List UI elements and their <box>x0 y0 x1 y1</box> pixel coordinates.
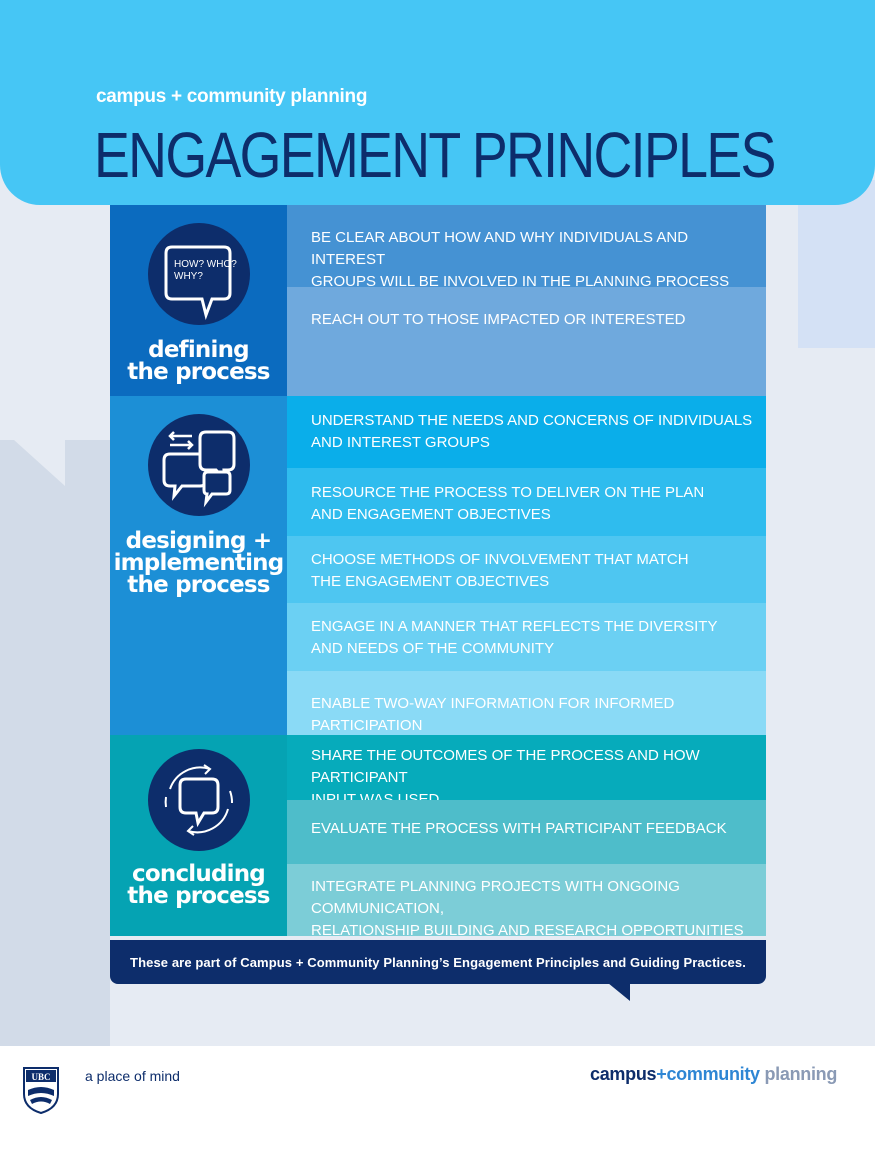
footer-brand-community: community <box>666 1064 760 1084</box>
principle-item: BE CLEAR ABOUT HOW AND WHY INDIVIDUALS A… <box>287 205 766 290</box>
section-items: BE CLEAR ABOUT HOW AND WHY INDIVIDUALS A… <box>287 205 766 396</box>
section-header-designing: designing + implementing the process <box>110 396 287 735</box>
footer-bubble-tail <box>608 983 630 1001</box>
section-label: designing + implementing the process <box>113 528 285 598</box>
section-label: concluding the process <box>127 861 270 909</box>
principle-item: EVALUATE THE PROCESS WITH PARTICIPANT FE… <box>287 800 766 864</box>
principle-item: SHARE THE OUTCOMES OF THE PROCESS AND HO… <box>287 735 766 808</box>
footer-brand-campus: campus <box>590 1064 657 1084</box>
decorative-bubble-left <box>0 440 110 1046</box>
ubc-crest-icon: UBC <box>23 1067 59 1114</box>
section-icon-circle <box>148 414 250 516</box>
header-bubble: campus + community planning ENGAGEMENT P… <box>0 0 875 205</box>
section-defining: HOW? WHO? WHY? defining the process BE C… <box>110 205 766 396</box>
principle-text: CHOOSE METHODS OF INVOLVEMENT THAT MATCH… <box>311 551 689 590</box>
footer-note-bar: These are part of Campus + Community Pla… <box>110 940 766 984</box>
principle-text: EVALUATE THE PROCESS WITH PARTICIPANT FE… <box>311 820 727 837</box>
cycle-speech-bubble-icon <box>164 764 234 836</box>
section-designing: designing + implementing the process UND… <box>110 396 766 735</box>
principle-item: UNDERSTAND THE NEEDS AND CONCERNS OF IND… <box>287 396 766 468</box>
principle-item: ENGAGE IN A MANNER THAT REFLECTS THE DIV… <box>287 603 766 671</box>
section-items: SHARE THE OUTCOMES OF THE PROCESS AND HO… <box>287 735 766 939</box>
principle-text: BE CLEAR ABOUT HOW AND WHY INDIVIDUALS A… <box>311 229 730 290</box>
footer-brand: campus+community planning <box>590 1064 837 1085</box>
section-header-defining: HOW? WHO? WHY? defining the process <box>110 205 287 396</box>
ubc-logo-text: UBC <box>31 1072 50 1082</box>
decorative-bubble-tail <box>14 440 65 486</box>
section-icon-circle: HOW? WHO? WHY? <box>148 223 250 325</box>
footer-brand-plus: + <box>656 1064 667 1084</box>
principle-item: RESOURCE THE PROCESS TO DELIVER ON THE P… <box>287 468 766 536</box>
header-brand: campus + community planning <box>96 86 368 107</box>
footer-brand-planning: planning <box>764 1064 838 1084</box>
footer-note: These are part of Campus + Community Pla… <box>130 954 746 970</box>
principle-text: ENGAGE IN A MANNER THAT REFLECTS THE DIV… <box>311 618 718 657</box>
principle-item: REACH OUT TO THOSE IMPACTED OR INTERESTE… <box>287 287 766 396</box>
principle-item: ENABLE TWO-WAY INFORMATION FOR INFORMED … <box>287 671 766 735</box>
principle-text: RESOURCE THE PROCESS TO DELIVER ON THE P… <box>311 484 705 523</box>
principles-panel: HOW? WHO? WHY? defining the process BE C… <box>110 205 766 939</box>
section-concluding: concluding the process SHARE THE OUTCOME… <box>110 735 766 939</box>
principle-text: ENABLE TWO-WAY INFORMATION FOR INFORMED … <box>311 695 675 734</box>
tagline: a place of mind <box>85 1068 180 1084</box>
principle-item: CHOOSE METHODS OF INVOLVEMENT THAT MATCH… <box>287 536 766 603</box>
conversation-bubbles-icon <box>162 430 236 508</box>
speech-bubble-question-icon <box>164 245 232 321</box>
principle-text: INTEGRATE PLANNING PROJECTS WITH ONGOING… <box>311 878 744 939</box>
page-title: ENGAGEMENT PRINCIPLES <box>94 119 776 191</box>
principle-text: UNDERSTAND THE NEEDS AND CONCERNS OF IND… <box>311 412 753 451</box>
section-items: UNDERSTAND THE NEEDS AND CONCERNS OF IND… <box>287 396 766 735</box>
principle-text: SHARE THE OUTCOMES OF THE PROCESS AND HO… <box>311 747 700 808</box>
section-icon-circle <box>148 749 250 851</box>
principle-text: REACH OUT TO THOSE IMPACTED OR INTERESTE… <box>311 311 686 328</box>
principle-item: INTEGRATE PLANNING PROJECTS WITH ONGOING… <box>287 864 766 939</box>
section-label: defining the process <box>127 337 270 385</box>
decorative-bubble-right <box>798 180 875 348</box>
icon-question-text: HOW? WHO? WHY? <box>174 259 237 282</box>
section-header-concluding: concluding the process <box>110 735 287 936</box>
